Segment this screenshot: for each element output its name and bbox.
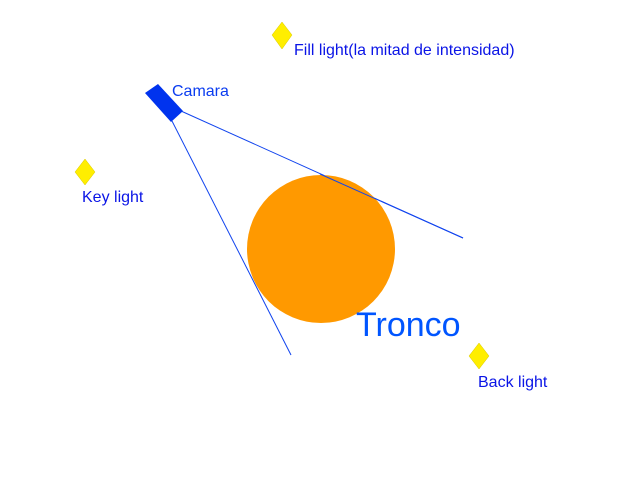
fill-light-icon	[271, 21, 293, 50]
back-light-icon	[468, 342, 490, 370]
back-light-label: Back light	[478, 374, 548, 391]
subject-label: Tronco	[356, 306, 461, 344]
camera-icon	[145, 84, 183, 122]
camera-view-line-right-over	[319, 173, 464, 239]
key-light-icon	[74, 158, 96, 186]
camera-view-line-left	[171, 120, 292, 356]
camera-label: Camara	[172, 83, 229, 100]
key-light-label: Key light	[82, 189, 144, 206]
subject-trunk	[247, 175, 395, 323]
fill-light-label: Fill light(la mitad de intensidad)	[294, 42, 515, 59]
